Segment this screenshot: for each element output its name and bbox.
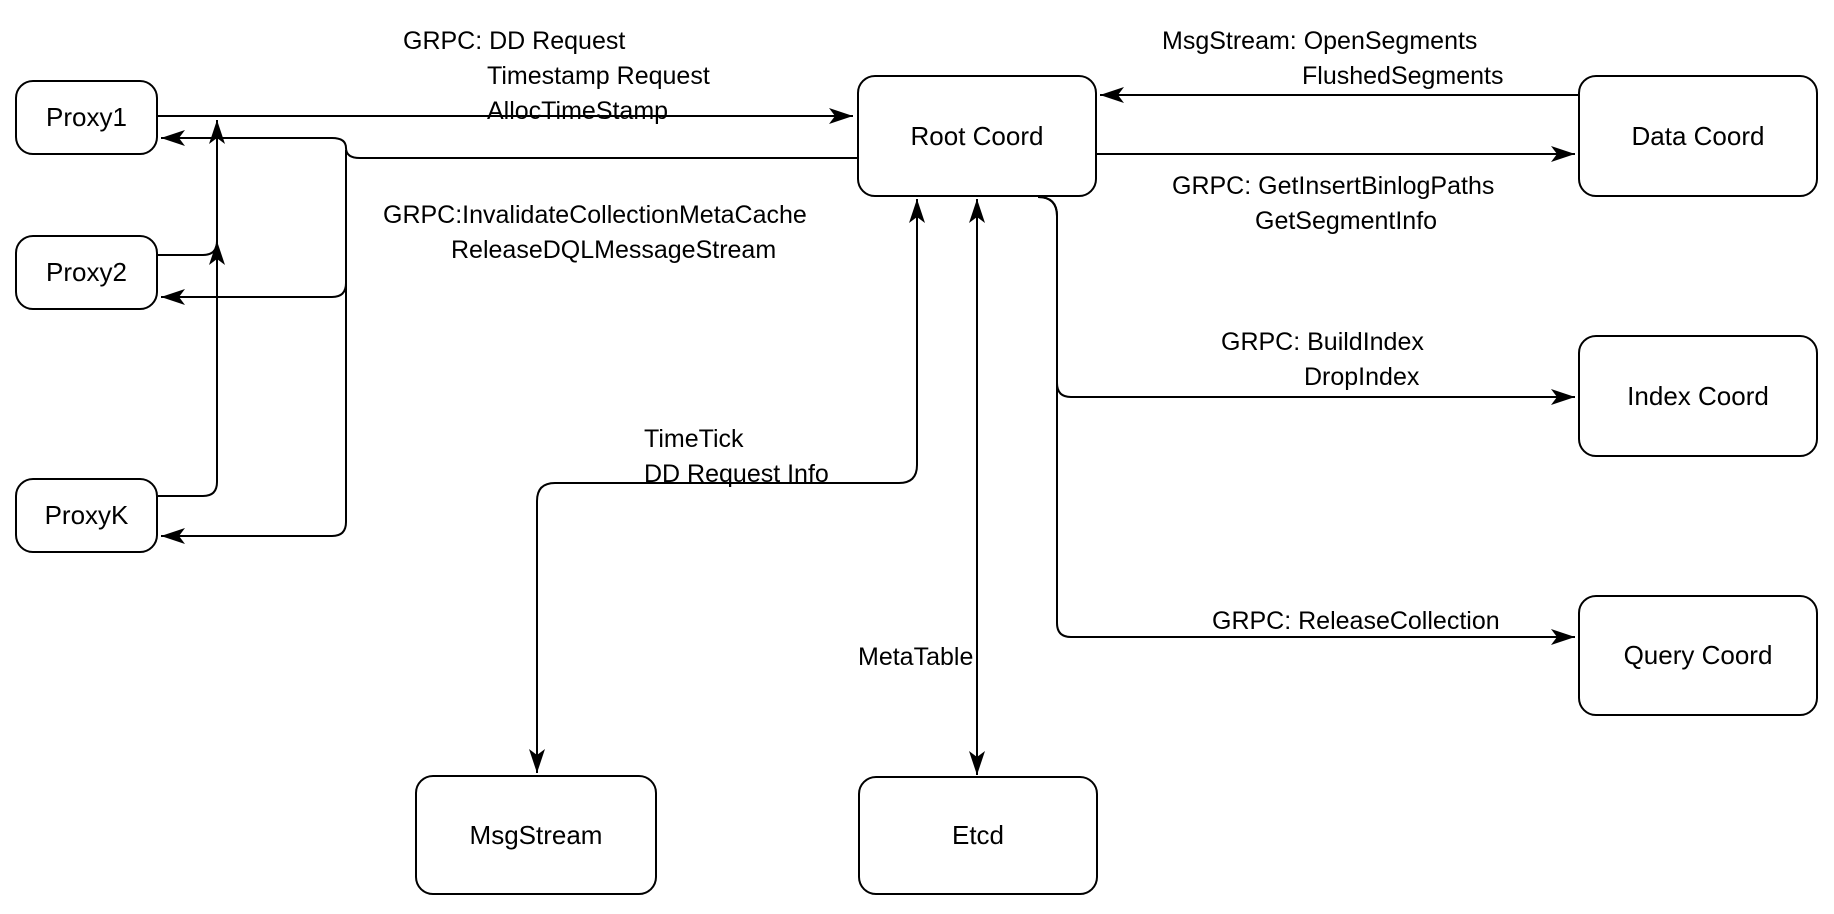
- edge-label-line: GRPC:InvalidateCollectionMetaCache: [383, 201, 807, 229]
- node-msgstream: MsgStream: [415, 775, 657, 895]
- node-proxy2: Proxy2: [15, 235, 158, 310]
- edge-rootcoord-to-proxyk: [161, 150, 347, 544]
- edge-label-data-to-root: MsgStream: OpenSegments FlushedSegments: [1162, 24, 1504, 94]
- node-msgstream-label: MsgStream: [469, 819, 603, 850]
- edge-label-root-to-msgstream: TimeTick DD Request Info: [644, 422, 829, 492]
- edge-label-line: MetaTable: [858, 643, 974, 671]
- node-proxyk-label: ProxyK: [44, 500, 129, 530]
- node-proxyk: ProxyK: [15, 478, 158, 553]
- node-proxy2-label: Proxy2: [46, 257, 127, 287]
- node-root-coord: Root Coord: [857, 75, 1097, 197]
- edge-label-line: DD Request Info: [644, 460, 829, 488]
- edge-label-root-to-index: GRPC: BuildIndex DropIndex: [1221, 325, 1424, 395]
- edge-rootcoord-msgstream: [529, 199, 925, 773]
- node-proxy1-label: Proxy1: [46, 102, 127, 132]
- edge-label-line: GRPC: DD Request: [403, 27, 626, 55]
- edge-label-line: GRPC: GetInsertBinlogPaths: [1172, 172, 1495, 200]
- node-data-coord: Data Coord: [1578, 75, 1818, 197]
- node-data-coord-label: Data Coord: [1631, 120, 1765, 151]
- edge-label-line: GRPC: ReleaseCollection: [1212, 607, 1500, 635]
- edge-label-line: DropIndex: [1304, 363, 1420, 391]
- node-root-coord-label: Root Coord: [910, 120, 1044, 151]
- edge-rootcoord-to-proxy1: [161, 130, 857, 159]
- edge-label-root-to-etcd: MetaTable: [858, 640, 973, 675]
- node-index-coord: Index Coord: [1578, 335, 1818, 457]
- edge-label-line: FlushedSegments: [1302, 62, 1504, 90]
- edge-label-line: ReleaseDQLMessageStream: [451, 236, 777, 264]
- edge-label-proxy-to-root: GRPC: DD Request Timestamp Request Alloc…: [403, 24, 710, 129]
- edge-proxyk-to-request-line: [158, 120, 225, 497]
- edge-proxy2-to-request-line: [158, 240, 225, 266]
- node-proxy1: Proxy1: [15, 80, 158, 155]
- edge-rootcoord-to-querycoord: [1037, 196, 1575, 645]
- node-query-coord-label: Query Coord: [1623, 640, 1773, 670]
- node-query-coord: Query Coord: [1578, 595, 1818, 716]
- edge-label-line: GetSegmentInfo: [1255, 207, 1438, 235]
- edge-label-line: Timestamp Request: [487, 62, 710, 90]
- edge-label-line: MsgStream: OpenSegments: [1162, 27, 1478, 55]
- edge-label-line: TimeTick: [644, 425, 744, 453]
- node-index-coord-label: Index Coord: [1627, 380, 1769, 411]
- edge-label-line: AllocTimeStamp: [487, 97, 669, 125]
- edge-label-line: GRPC: BuildIndex: [1221, 328, 1424, 356]
- node-etcd-label: Etcd: [951, 820, 1005, 850]
- edge-rootcoord-to-proxy2: [161, 282, 347, 305]
- edge-label-root-to-proxy: GRPC:InvalidateCollectionMetaCache Relea…: [383, 198, 807, 268]
- node-etcd: Etcd: [858, 776, 1098, 895]
- edge-label-root-to-data: GRPC: GetInsertBinlogPaths GetSegmentInf…: [1172, 169, 1494, 239]
- edge-label-root-to-query: GRPC: ReleaseCollection: [1212, 604, 1500, 639]
